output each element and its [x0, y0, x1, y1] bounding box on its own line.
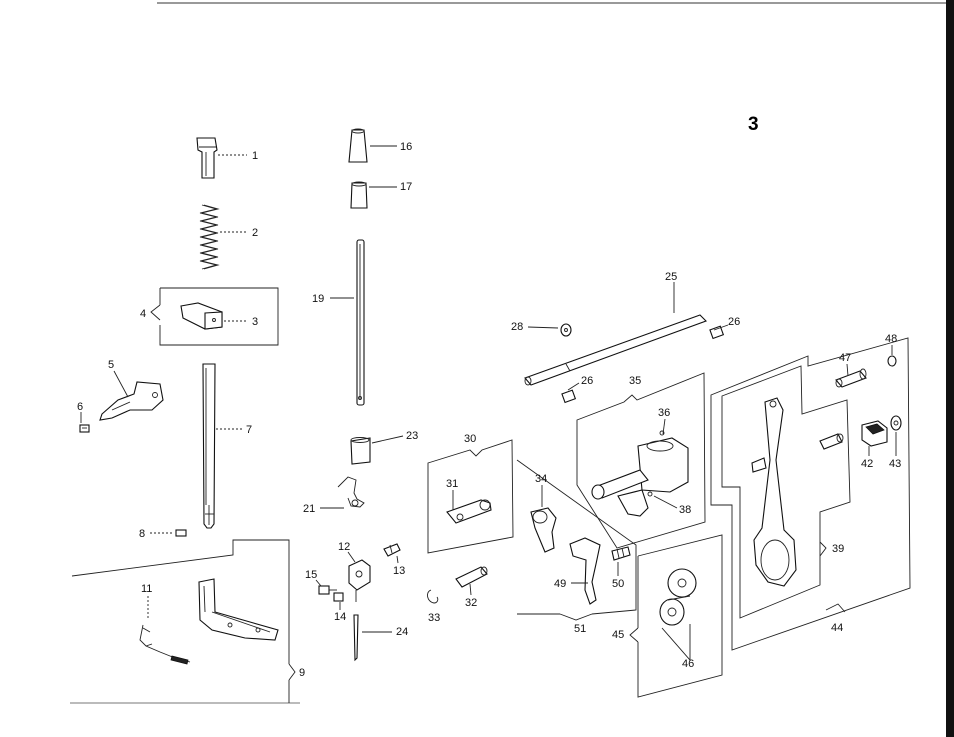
label-3: 3	[252, 316, 258, 328]
label-21: 21	[303, 503, 315, 515]
label-4: 4	[140, 308, 146, 320]
label-11: 11	[141, 583, 152, 595]
label-7: 7	[246, 424, 252, 436]
label-43: 43	[889, 458, 901, 470]
part-24-needle	[354, 615, 358, 660]
label-46: 46	[682, 658, 694, 670]
part-6-screw	[80, 425, 89, 432]
label-30: 30	[464, 433, 476, 445]
part-46-cam	[660, 569, 696, 625]
part-34-lever	[531, 508, 556, 552]
part-16-cap	[349, 129, 367, 162]
label-49: 49	[554, 578, 566, 590]
label-33: 33	[428, 612, 440, 624]
part-42-block	[862, 421, 887, 446]
part-21-guide	[338, 477, 364, 507]
part-26-setscrew-a	[710, 326, 723, 338]
part-25-rod	[525, 315, 706, 385]
part-9-presser-foot	[199, 579, 278, 640]
label-13: 13	[393, 565, 405, 577]
label-12: 12	[338, 541, 350, 553]
part-pin-small	[820, 434, 843, 449]
label-8: 8	[139, 528, 145, 540]
label-23: 23	[406, 430, 418, 442]
part-36-housing	[592, 431, 688, 516]
label-36: 36	[658, 407, 670, 419]
part-50-screw	[612, 547, 630, 560]
label-44: 44	[831, 622, 843, 634]
label-5: 5	[108, 359, 114, 371]
part-1-bolt	[197, 138, 217, 178]
label-2: 2	[252, 227, 258, 239]
part-14-screw	[334, 593, 343, 601]
part-28-washer	[561, 324, 571, 336]
label-26-a: 26	[728, 316, 740, 328]
label-39: 39	[832, 543, 844, 555]
label-38: 38	[679, 504, 691, 516]
label-34: 34	[535, 473, 547, 485]
label-14: 14	[334, 611, 346, 623]
part-26-setscrew-b	[562, 390, 575, 402]
part-5-bracket	[100, 382, 163, 420]
label-45: 45	[612, 629, 624, 641]
right-edge-bar	[946, 0, 954, 737]
part-31-pin	[447, 500, 491, 523]
part-49-bracket	[570, 538, 600, 604]
label-15: 15	[305, 569, 317, 581]
part-3-block	[181, 303, 222, 329]
label-32: 32	[465, 597, 477, 609]
part-8-screw	[176, 530, 186, 536]
part-11-wire	[140, 625, 190, 664]
part-19-rod	[357, 240, 364, 405]
part-33-ring	[427, 590, 437, 603]
label-50: 50	[612, 578, 624, 590]
group-9-outline	[72, 540, 289, 703]
label-19: 19	[312, 293, 324, 305]
label-51: 51	[574, 623, 586, 635]
group-44-box	[711, 338, 910, 650]
page-number: 3	[748, 114, 759, 135]
label-1: 1	[252, 150, 258, 162]
label-17: 17	[400, 181, 412, 193]
label-16: 16	[400, 141, 412, 153]
part-12-clamp	[349, 560, 370, 602]
part-23-bushing	[351, 438, 370, 465]
label-42: 42	[861, 458, 873, 470]
label-6: 6	[77, 401, 83, 413]
part-7-shaft	[203, 364, 215, 528]
label-35: 35	[629, 375, 641, 387]
label-28: 28	[511, 321, 523, 333]
part-32-pin	[456, 567, 487, 587]
label-31: 31	[446, 478, 458, 490]
group-30-box	[428, 440, 513, 553]
label-26-b: 26	[581, 375, 593, 387]
label-25: 25	[665, 271, 677, 283]
part-17-bushing	[351, 182, 367, 208]
part-43-washer	[891, 416, 901, 430]
label-47: 47	[839, 352, 851, 364]
part-48-washer	[888, 356, 896, 366]
label-48: 48	[885, 333, 897, 345]
part-2-spring	[200, 205, 218, 269]
part-47-pin	[836, 369, 866, 387]
part-39-connecting-rod	[752, 398, 796, 586]
label-24: 24	[396, 626, 408, 638]
label-9: 9	[299, 667, 305, 679]
part-13-screw	[384, 544, 400, 556]
